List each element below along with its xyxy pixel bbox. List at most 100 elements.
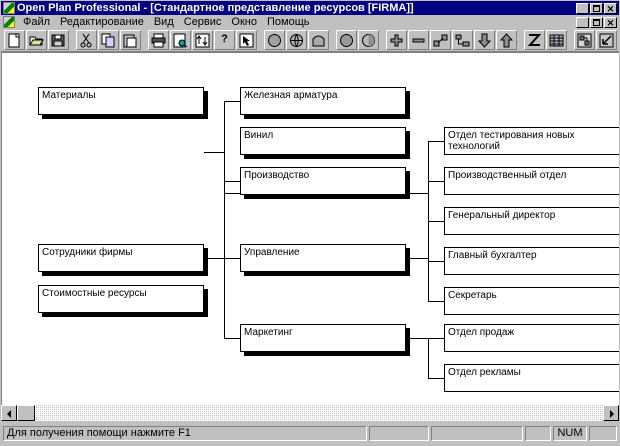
node-materialy[interactable]: Материалы — [38, 87, 204, 115]
node-generalny-direktor[interactable]: Генеральный директор — [444, 207, 619, 235]
print-icon[interactable] — [148, 30, 169, 50]
connector-sotrudniki-stub — [204, 258, 224, 259]
node-label: Главный бухгалтер — [448, 250, 537, 261]
circle-filled-icon[interactable] — [336, 30, 357, 50]
node-upravlenie[interactable]: Управление — [240, 244, 406, 272]
cut-scissors-icon[interactable] — [76, 30, 97, 50]
node-label: Сотрудники фирмы — [42, 247, 133, 258]
node-marketing[interactable]: Маркетинг — [240, 324, 406, 352]
node-vinil[interactable]: Винил — [240, 127, 406, 155]
connector-upravlenie-stub — [405, 258, 428, 259]
help-arrow-icon[interactable] — [236, 30, 257, 50]
copy-icon[interactable] — [98, 30, 119, 50]
status-panel-c — [525, 425, 551, 441]
node-label: Отдел продаж — [448, 327, 515, 338]
status-panel-b — [431, 425, 523, 441]
connector-to-gl-buhgalter — [428, 261, 444, 262]
minimize-button[interactable] — [576, 2, 589, 14]
mdi-minimize-button[interactable] — [576, 16, 589, 28]
diagram-canvas[interactable]: Материалы Железная арматура Винил Отдел … — [1, 52, 619, 405]
node-label: Железная арматура — [244, 90, 338, 101]
paste-icon[interactable] — [120, 30, 141, 50]
move-up-icon[interactable] — [496, 30, 517, 50]
window-title: Open Plan Professional - [Стандартное пр… — [17, 2, 414, 14]
node-label: Материалы — [42, 90, 96, 101]
resource-shape-icon[interactable] — [308, 30, 329, 50]
title-bar: Open Plan Professional - [Стандартное пр… — [1, 1, 619, 15]
save-disk-icon[interactable] — [48, 30, 69, 50]
menu-item-edit[interactable]: Редактирование — [60, 15, 144, 28]
remove-minus-icon[interactable] — [408, 30, 429, 50]
fullscreen-icon[interactable] — [596, 30, 617, 50]
link-icon[interactable] — [430, 30, 451, 50]
close-icon: ✕ — [606, 3, 615, 14]
status-message: Для получения помощи нажмите F1 — [3, 425, 367, 441]
circle-half-icon[interactable] — [358, 30, 379, 50]
resource-globe-icon[interactable] — [286, 30, 307, 50]
move-down-icon[interactable] — [474, 30, 495, 50]
node-label: Секретарь — [448, 290, 497, 301]
menu-bar: Файл Редактирование Вид Сервис Окно Помо… — [1, 15, 619, 29]
menu-item-help[interactable]: Помощь — [266, 15, 310, 28]
connector-to-proizvodstvo — [224, 181, 240, 182]
node-otdel-reklamy[interactable]: Отдел рекламы — [444, 364, 619, 392]
resource-breakdown-chart: Материалы Железная арматура Винил Отдел … — [2, 53, 619, 405]
connector-to-sekretar — [428, 301, 444, 302]
toolbar: ? — [1, 29, 619, 52]
connector-sotrudniki-bus — [224, 181, 225, 338]
scroll-thumb[interactable] — [17, 405, 35, 421]
node-proizvodstvenny-otdel[interactable]: Производственный отдел — [444, 167, 619, 195]
close-button[interactable]: ✕ — [604, 2, 617, 14]
new-icon[interactable] — [4, 30, 25, 50]
node-sotrudniki-firmy[interactable]: Сотрудники фирмы — [38, 244, 204, 272]
node-stoimostnye-resursy[interactable]: Стоимостные ресурсы — [38, 285, 204, 313]
connector-to-proizv-otdel — [428, 181, 444, 182]
zigzag-icon[interactable] — [524, 30, 545, 50]
scroll-left-icon[interactable] — [1, 405, 17, 421]
menu-item-view[interactable]: Вид — [153, 15, 174, 28]
help-question-icon[interactable]: ? — [214, 30, 235, 50]
print-preview-icon[interactable] — [170, 30, 191, 50]
status-bar: Для получения помощи нажмите F1 NUM — [1, 424, 619, 442]
node-zhel-armatura[interactable]: Железная арматура — [240, 87, 406, 115]
node-otdel-prodazh[interactable]: Отдел продаж — [444, 324, 619, 352]
app-icon — [3, 2, 15, 14]
node-label: Отдел тестирования новых технологий — [448, 130, 575, 152]
connector-marketing-stub — [405, 338, 428, 339]
connector-to-otdel-prodazh — [428, 338, 444, 339]
connector-vinil-stub — [405, 193, 428, 194]
status-num-indicator: NUM — [553, 425, 587, 441]
window-controls: ✕ — [576, 2, 617, 14]
horizontal-scrollbar[interactable] — [1, 405, 619, 421]
connector-to-otdel-reklamy — [428, 378, 444, 379]
connector-materialy-bus — [224, 101, 225, 193]
sort-icon[interactable] — [192, 30, 213, 50]
node-label: Маркетинг — [244, 327, 293, 338]
hierarchy-icon[interactable] — [452, 30, 473, 50]
menu-item-tools[interactable]: Сервис — [183, 15, 222, 28]
node-label: Стоимостные ресурсы — [42, 288, 147, 299]
connector-materialy-stub — [204, 152, 224, 153]
scroll-track[interactable] — [35, 405, 603, 421]
restore-button[interactable] — [590, 2, 603, 14]
layout-icon[interactable] — [574, 30, 595, 50]
scroll-right-icon[interactable] — [603, 405, 619, 421]
menu-item-file[interactable]: Файл — [23, 15, 51, 28]
open-folder-icon[interactable] — [26, 30, 47, 50]
resource-circle-icon[interactable] — [264, 30, 285, 50]
document-icon[interactable] — [3, 16, 15, 28]
mdi-child-controls: ✕ — [576, 16, 617, 28]
add-plus-icon[interactable] — [386, 30, 407, 50]
mdi-close-button[interactable]: ✕ — [604, 16, 617, 28]
connector-to-vinil — [224, 193, 240, 194]
node-proizvodstvo[interactable]: Производство — [240, 167, 406, 195]
status-panel-a — [369, 425, 429, 441]
node-otdel-testirovaniya[interactable]: Отдел тестирования новых технологий — [444, 127, 619, 155]
node-label: Управление — [244, 247, 300, 258]
mdi-restore-button[interactable] — [590, 16, 603, 28]
menu-item-window[interactable]: Окно — [231, 15, 257, 28]
table-view-icon[interactable] — [546, 30, 567, 50]
connector-to-zhel-armatura — [224, 101, 240, 102]
node-sekretar[interactable]: Секретарь — [444, 287, 619, 315]
node-glavny-buhgalter[interactable]: Главный бухгалтер — [444, 247, 619, 275]
